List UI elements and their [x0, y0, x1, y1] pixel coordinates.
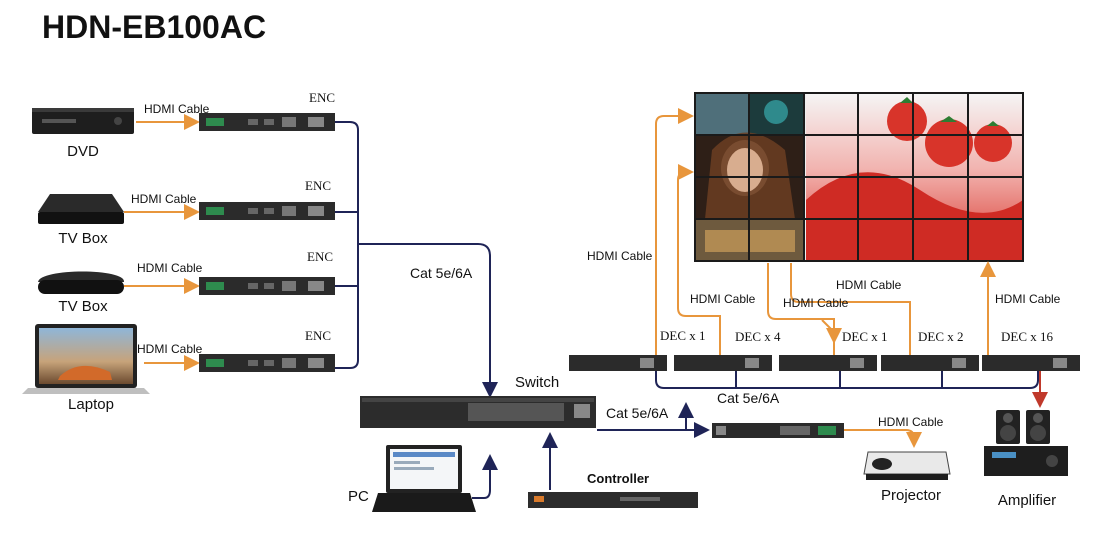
- video-wall: [694, 92, 1024, 262]
- cat-line: [472, 454, 498, 499]
- hdmi-line: [790, 263, 911, 355]
- encoder-label: ENC: [305, 328, 331, 343]
- projector-icon: [863, 451, 951, 480]
- decoder-label: DEC x 4: [735, 329, 781, 344]
- encoder-device: [199, 277, 335, 295]
- decoder-label: DEC x 16: [1001, 329, 1054, 344]
- decoder-device: [569, 355, 667, 371]
- hdmi-line: [844, 429, 922, 448]
- hdmi-cable-label: HDMI Cable: [137, 342, 203, 356]
- cat-label-right: Cat 5e/6A: [717, 390, 780, 406]
- cat-label-bottom: Cat 5e/6A: [606, 405, 669, 421]
- hdmi-cable-label: HDMI Cable: [131, 192, 197, 206]
- cat-label-left: Cat 5e/6A: [410, 265, 473, 281]
- projector-cable-label: HDMI Cable: [878, 415, 944, 429]
- projector-label: Projector: [881, 487, 941, 504]
- decoder-label: DEC x 1: [842, 329, 888, 344]
- decoder-device: [881, 355, 979, 371]
- decoder-label: DEC x 1: [660, 328, 706, 343]
- hdmi-cable-label: HDMI Cable: [783, 296, 849, 310]
- controller-label: Controller: [587, 471, 649, 486]
- decoder-label: DEC x 2: [918, 329, 964, 344]
- amplifier-label: Amplifier: [998, 492, 1056, 509]
- hdmi-cable-label: HDMI Cable: [587, 249, 653, 263]
- decoder-device: [982, 355, 1080, 371]
- cat-bus: [655, 371, 1039, 389]
- switch-label: Switch: [515, 374, 559, 391]
- decoder-device: [712, 423, 844, 438]
- amplifier-icon: [984, 410, 1068, 476]
- encoder-device: [199, 202, 335, 220]
- encoder-label: ENC: [307, 249, 333, 264]
- hdmi-cable-label: HDMI Cable: [836, 278, 902, 292]
- encoder-device: [199, 354, 335, 372]
- pc-laptop-icon: [372, 445, 476, 512]
- encoder-label: ENC: [305, 178, 331, 193]
- source-label-dvd: DVD: [67, 143, 99, 160]
- cat-line: [335, 121, 359, 369]
- hdmi-cable-label: HDMI Cable: [144, 102, 210, 116]
- laptop-icon: [22, 324, 150, 394]
- source-label-tvbox-1: TV Box: [58, 230, 108, 247]
- network-switch-icon: [360, 396, 596, 428]
- hdmi-line: [677, 164, 721, 355]
- hdmi-arrow: [821, 319, 835, 333]
- hdmi-cable-label: HDMI Cable: [690, 292, 756, 306]
- tv-box-icon: [38, 194, 124, 224]
- cat-line: [358, 243, 498, 398]
- pc-label: PC: [348, 488, 369, 505]
- decoder-device: [779, 355, 877, 371]
- page-title: HDN-EB100AC: [42, 9, 266, 45]
- controller-device-icon: [528, 492, 698, 508]
- hdmi-line: [655, 108, 694, 355]
- source-label-tvbox-2: TV Box: [58, 298, 108, 315]
- dvd-player-icon: [32, 108, 134, 134]
- hdmi-cable-label: HDMI Cable: [995, 292, 1061, 306]
- encoder-label: ENC: [309, 90, 335, 105]
- source-label-laptop: Laptop: [68, 396, 114, 413]
- tv-box-icon: [38, 271, 125, 294]
- hdmi-line: [767, 263, 835, 355]
- encoder-device: [199, 113, 335, 131]
- decoder-device: [674, 355, 772, 371]
- hdmi-cable-label: HDMI Cable: [137, 261, 203, 275]
